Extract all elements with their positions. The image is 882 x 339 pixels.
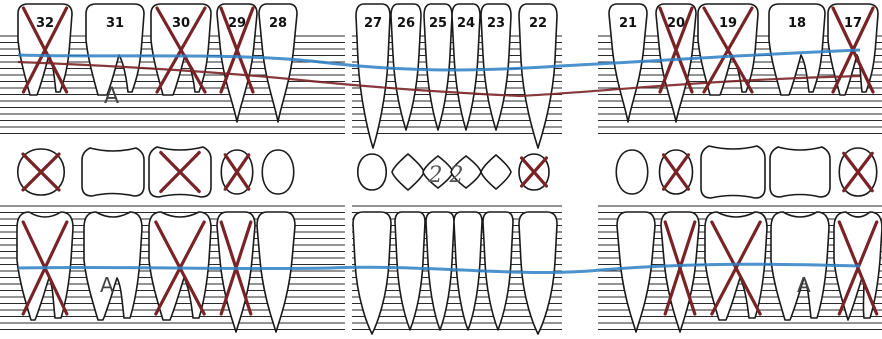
- crown-outline: [701, 146, 765, 198]
- lower-tooth-6: [353, 212, 391, 334]
- tooth-number: 23: [487, 16, 505, 31]
- occlusal-tooth-6: [358, 154, 387, 190]
- upper-tooth-20: 20: [656, 4, 696, 122]
- occlusal-tooth-12: [616, 150, 648, 194]
- crown-outline: [392, 154, 424, 190]
- occlusal-tooth-13: [660, 150, 693, 194]
- upper-annotation-mark: A: [104, 84, 119, 109]
- upper-tooth-23: 23: [481, 4, 511, 130]
- occlusal-tooth-16: [839, 148, 877, 196]
- lower-tooth-5: [257, 212, 295, 332]
- crown-outline: [262, 150, 294, 194]
- occlusal-tooth-7: [392, 154, 424, 190]
- tooth-number: 30: [172, 16, 190, 31]
- lower-tooth-4: [217, 212, 255, 332]
- upper-tooth-22: 22: [519, 4, 557, 148]
- lower-tooth-12: [617, 212, 655, 332]
- tooth-outline: [257, 212, 295, 332]
- occlusal-tooth-11: [519, 154, 549, 190]
- upper-arch: 32 31 30 29 28 27 26 25 24 23 22 21 20 19 18 17: [18, 4, 878, 148]
- occlusal-tooth-4: [221, 150, 253, 194]
- tooth-number: 18: [788, 16, 806, 31]
- occlusal-tooth-10: [481, 155, 511, 189]
- tooth-number: 17: [844, 16, 862, 31]
- tooth-number: 24: [457, 16, 475, 31]
- tooth-number: 28: [269, 16, 287, 31]
- crown-outline: [481, 155, 511, 189]
- lower-arch: [17, 212, 882, 334]
- upper-tooth-24: 24: [452, 4, 480, 130]
- tooth-outline: [395, 212, 425, 330]
- tooth-number: 26: [397, 16, 415, 31]
- tooth-number: 21: [619, 16, 637, 31]
- upper-tooth-27: 27: [356, 4, 390, 148]
- tooth-number: 27: [364, 16, 382, 31]
- tooth-number: 22: [529, 16, 547, 31]
- tooth-number: 29: [228, 16, 246, 31]
- occlusal-tooth-14: [701, 146, 765, 198]
- tooth-outline: [353, 212, 391, 334]
- tooth-number: 19: [719, 16, 737, 31]
- lower-right-annotation-mark: A: [797, 273, 811, 297]
- occlusal-tooth-2: [82, 148, 144, 196]
- tooth-number: 20: [667, 16, 685, 31]
- upper-tooth-29: 29: [217, 4, 257, 122]
- tooth-number: 31: [106, 16, 124, 31]
- upper-tooth-28: 28: [259, 4, 297, 122]
- lower-tooth-7: [395, 212, 425, 330]
- occlusal-tooth-15: [770, 147, 830, 197]
- crown-outline: [616, 150, 648, 194]
- crown-outline: [770, 147, 830, 197]
- crown-outline: [82, 148, 144, 196]
- occlusal-tooth-3: [149, 147, 211, 197]
- tooth-number: 32: [36, 16, 54, 31]
- occlusal-tooth-5: [262, 150, 294, 194]
- upper-tooth-25: 25: [424, 4, 452, 130]
- crown-outline: [358, 154, 387, 190]
- tooth-outline: [617, 212, 655, 332]
- lower-tooth-13: [661, 212, 699, 332]
- tooth-number: 25: [429, 16, 447, 31]
- lower-left-annotation-mark: A: [100, 273, 114, 297]
- occlusal-annotation: 2 2: [428, 163, 464, 188]
- occlusal-tooth-1: [18, 149, 65, 195]
